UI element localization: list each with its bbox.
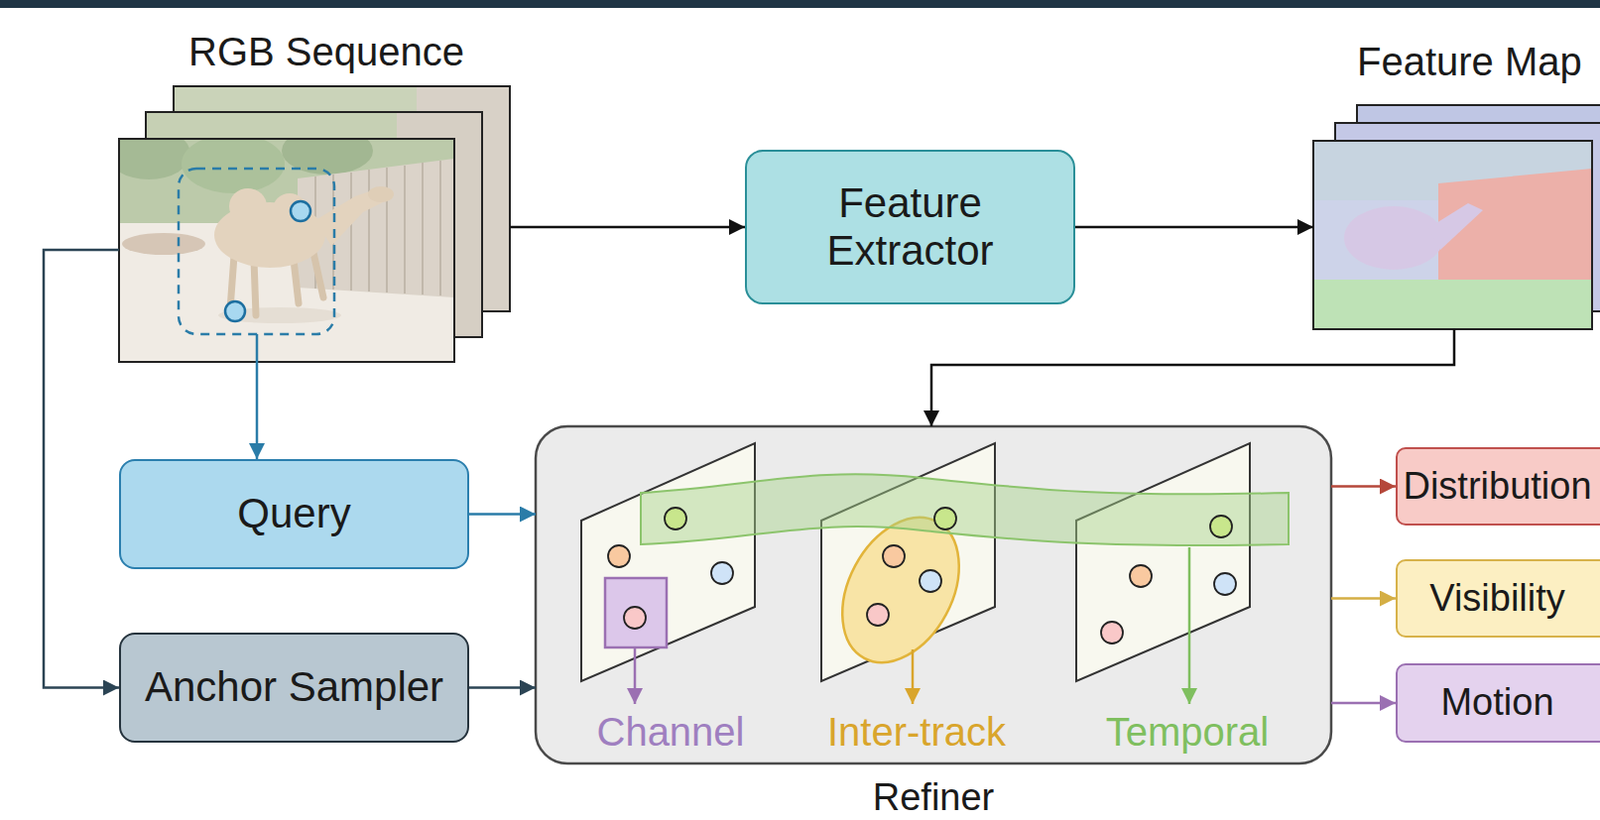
box-text: Anchor Sampler <box>144 663 444 712</box>
attention-arrow <box>633 647 637 705</box>
feature-map-stack: Feature Map <box>1313 140 1593 330</box>
shape-polygon <box>581 443 755 682</box>
shape-circle <box>623 607 646 629</box>
process-box: Feature Extractor <box>744 149 1076 305</box>
box-text: Distribution <box>1402 465 1592 509</box>
shape-circle <box>866 604 889 626</box>
shape-circle <box>1129 565 1152 588</box>
top-bar <box>0 0 1600 8</box>
process-box: Anchor Sampler <box>119 632 470 743</box>
flow-arrow <box>469 686 536 690</box>
shape-circle <box>664 507 687 530</box>
temporal-band <box>640 474 1289 546</box>
shape-rect <box>119 138 455 363</box>
query-point <box>290 201 311 222</box>
shape-circle <box>934 507 957 530</box>
text-holder: Distribution <box>1397 465 1598 509</box>
attention-arrow <box>1188 547 1192 705</box>
output-box: Visibility <box>1395 559 1600 638</box>
frame-border <box>119 138 455 363</box>
box-text: Feature Extractor <box>781 179 1040 276</box>
shape-circle <box>919 570 942 593</box>
shape-circle <box>882 545 905 568</box>
attention-label: Channel <box>596 712 744 752</box>
shape-circle <box>1101 621 1123 644</box>
frame-border <box>1313 140 1593 330</box>
track-points <box>608 507 1236 644</box>
shape-circle <box>1210 515 1232 538</box>
shape-polygon <box>1076 443 1250 682</box>
output-box: Distribution <box>1395 447 1600 526</box>
flow-arrow <box>1331 485 1396 489</box>
attention-label: Temporal <box>1106 712 1270 752</box>
flow-arrow <box>43 249 120 689</box>
image-sequence: RGB Sequence <box>119 86 510 363</box>
refiner-panel <box>535 426 1332 764</box>
attention-label: Inter-track <box>827 712 1006 752</box>
text-holder: Motion <box>1397 681 1598 726</box>
query-point <box>225 301 246 322</box>
flow-arrow <box>469 512 536 516</box>
box-text: Query <box>237 490 351 538</box>
output-box: Motion <box>1395 663 1600 743</box>
node-heading: Feature Map <box>1356 41 1583 82</box>
flow-arrow <box>1331 702 1396 706</box>
flow-arrow <box>509 226 745 230</box>
shape-circle <box>1214 573 1236 596</box>
flow-arrow <box>1331 597 1396 601</box>
feature-frame-front <box>1313 140 1593 330</box>
text-holder: Visibility <box>1397 577 1598 621</box>
shape-rect <box>1313 140 1593 330</box>
flow-arrow <box>255 334 259 460</box>
shape-rect <box>119 138 455 363</box>
query-region <box>178 168 335 335</box>
node-heading: Refiner <box>872 778 995 817</box>
shape-circle <box>608 545 630 568</box>
input-box: Query <box>119 459 470 570</box>
box-text: Visibility <box>1429 577 1566 621</box>
channel-window <box>605 578 667 648</box>
flow-arrow <box>1075 226 1314 230</box>
flow-arrow <box>931 329 1455 427</box>
rgb-frame-front <box>119 138 455 363</box>
shape-rect <box>1313 140 1593 330</box>
box-text: Motion <box>1440 681 1554 726</box>
attention-arrow <box>911 649 915 705</box>
node-heading: RGB Sequence <box>188 31 465 72</box>
shape-circle <box>711 562 734 585</box>
